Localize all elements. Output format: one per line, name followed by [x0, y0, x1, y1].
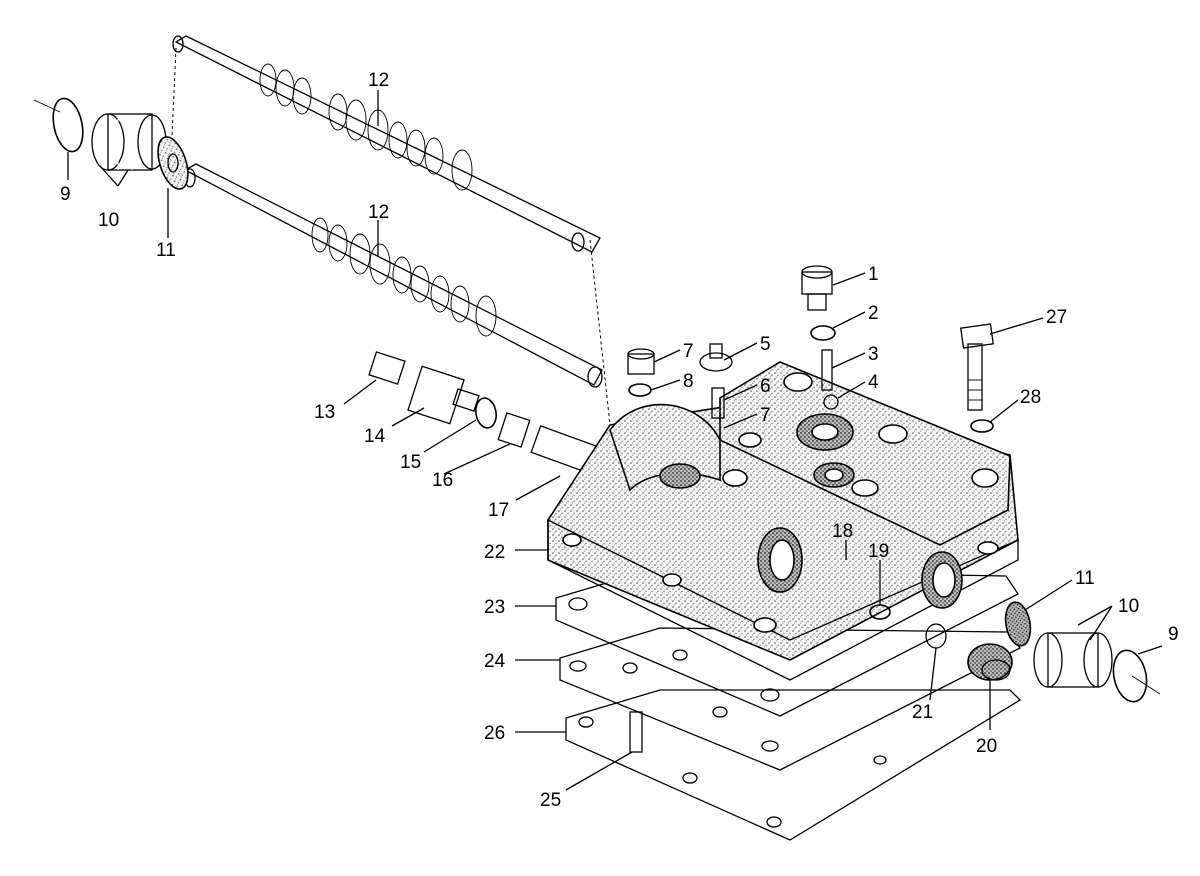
callout-17: 17	[488, 500, 509, 521]
callout-9b: 9	[1168, 624, 1179, 645]
bearing-right	[1033, 632, 1113, 688]
callout-22: 22	[484, 542, 505, 563]
washer-left	[157, 136, 189, 190]
callout-6: 6	[760, 376, 771, 397]
valve-housing	[547, 361, 1019, 681]
callout-5: 5	[760, 334, 771, 355]
callout-1: 1	[868, 264, 879, 285]
bottom-plate	[565, 689, 1022, 841]
spring-3	[821, 349, 833, 391]
callout-28: 28	[1020, 387, 1041, 408]
callout-26: 26	[484, 723, 505, 744]
bolt-1	[801, 265, 833, 311]
leader-lines	[67, 90, 1163, 791]
callout-7b: 7	[760, 405, 771, 426]
sleeve-part	[368, 351, 406, 385]
plug-20	[967, 643, 1013, 681]
washer-8	[628, 383, 652, 397]
callout-10b: 10	[1118, 596, 1139, 617]
callout-15: 15	[400, 452, 421, 473]
callout-11b: 11	[1075, 568, 1095, 589]
o-ring-part	[475, 397, 497, 429]
spool-shaft-upper	[172, 35, 601, 253]
plug-5	[699, 343, 733, 372]
callout-10a: 10	[98, 210, 119, 231]
callout-16: 16	[432, 470, 453, 491]
callout-9a: 9	[60, 184, 71, 205]
bearing-left	[91, 113, 167, 171]
retaining-ring-right	[1112, 649, 1161, 703]
pin-25	[629, 711, 643, 753]
washer-right	[1004, 601, 1032, 647]
spring-part	[497, 412, 531, 448]
callout-8: 8	[683, 371, 694, 392]
callout-18: 18	[832, 521, 853, 542]
callout-12a: 12	[368, 70, 389, 91]
valve-body-part	[407, 365, 480, 425]
callout-21: 21	[912, 702, 933, 723]
callout-2: 2	[868, 303, 879, 324]
plate-holes	[568, 597, 887, 828]
callout-20: 20	[976, 736, 997, 757]
callout-12b: 12	[368, 202, 389, 223]
callout-23: 23	[484, 597, 505, 618]
callout-11a: 11	[156, 240, 176, 261]
callout-14: 14	[364, 426, 386, 447]
callout-7a: 7	[683, 341, 694, 362]
callout-4: 4	[868, 372, 879, 393]
bolt-27	[960, 323, 994, 411]
callout-3: 3	[868, 344, 879, 365]
spool-shaft-lower	[183, 163, 603, 388]
callout-27: 27	[1046, 307, 1067, 328]
retaining-ring-left	[33, 97, 84, 153]
callout-labels: 1 2 3 4 5 6 7 7 8 9 9 10 10 11 11 12 12 …	[60, 70, 1179, 811]
callout-19: 19	[868, 541, 889, 562]
bolt-7	[627, 348, 655, 375]
washer-2	[810, 325, 836, 341]
callout-24: 24	[484, 651, 506, 672]
callout-25: 25	[540, 790, 561, 811]
ball-4	[823, 394, 839, 410]
callout-13: 13	[314, 402, 335, 423]
gasket-lower	[559, 627, 1021, 771]
washer-28	[970, 419, 994, 433]
pin-6	[711, 387, 725, 419]
